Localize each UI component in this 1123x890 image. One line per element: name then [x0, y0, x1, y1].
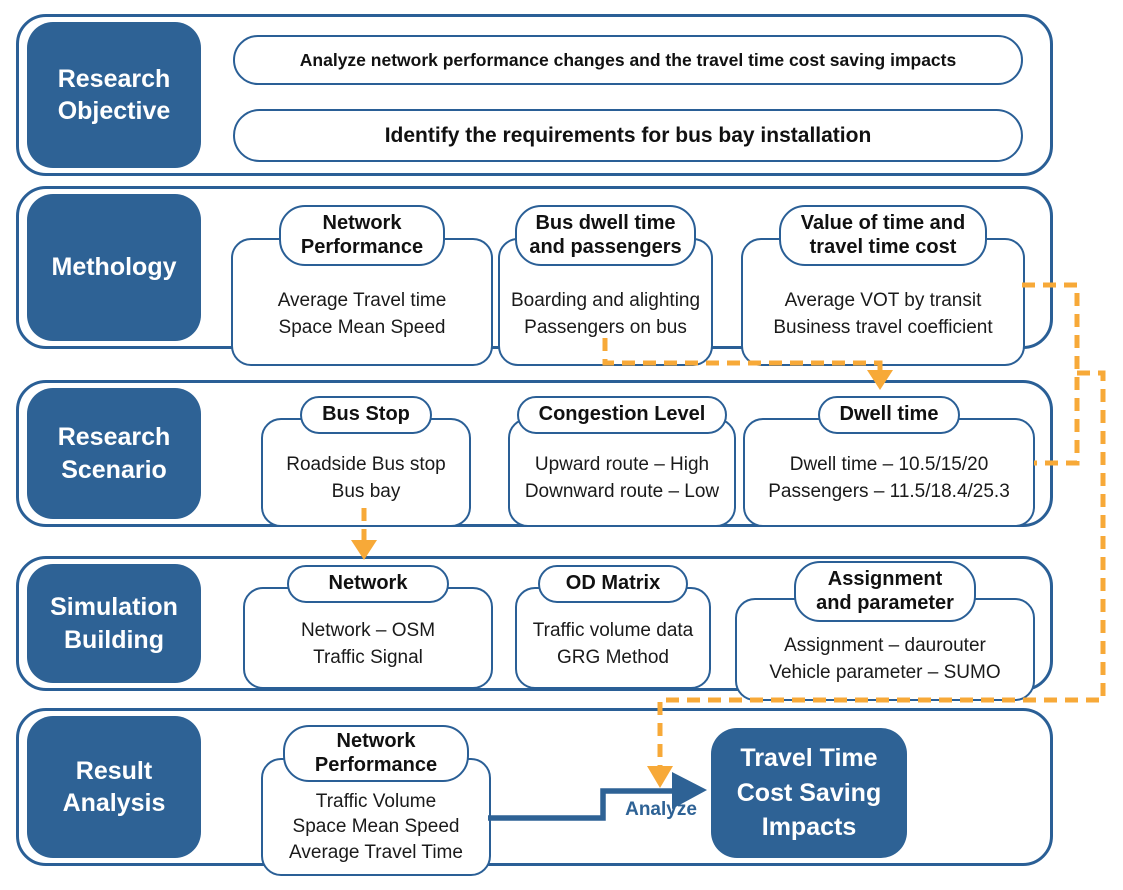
card-header-text: Network Performance	[314, 730, 438, 776]
card-body: Upward route – High Downward route – Low	[508, 417, 736, 527]
card-assignment-parameter: Assignment and parameter Assignment – da…	[735, 561, 1035, 702]
card-header: Value of time and travel time cost	[778, 205, 988, 267]
card-header-text: Assignment and parameter	[816, 568, 954, 614]
row-label-text: Simulation Building	[50, 593, 178, 654]
row-label-text: Research Scenario	[57, 423, 171, 484]
card-body-line: Vehicle parameter – SUMO	[769, 661, 1001, 683]
card-body-line: Space Mean Speed	[292, 816, 460, 838]
card-body-line: Downward route – Low	[524, 481, 720, 503]
objective-pill-text: Analyze network performance changes and …	[299, 49, 957, 70]
row-research-scenario: Research Scenario Bus Stop Roadside Bus …	[16, 380, 1053, 527]
card-header-text: Bus dwell time and passengers	[529, 212, 682, 258]
card-header-text: OD Matrix	[565, 572, 661, 594]
card-body-line: Traffic Volume	[315, 790, 437, 812]
card-header: Assignment and parameter	[794, 561, 976, 623]
row-label-research-scenario: Research Scenario	[27, 388, 201, 519]
card-header: Dwell time	[817, 396, 961, 434]
row-methology: Methology Network Performance Average Tr…	[16, 186, 1053, 367]
card-body-line: Average VOT by transit	[784, 290, 982, 312]
card-header: Congestion Level	[516, 396, 728, 434]
card-body-line: Average Travel time	[277, 290, 447, 312]
row-label-text: Methology	[51, 253, 177, 282]
card-dwell-time: Dwell time Dwell time – 10.5/15/20 Passe…	[743, 396, 1035, 527]
row-simulation-building: Simulation Building Network Network – OS…	[16, 556, 1053, 702]
card-congestion-level: Congestion Level Upward route – High Dow…	[508, 396, 736, 527]
row-label-research-objective: Research Objective	[27, 22, 201, 168]
card-header: OD Matrix	[537, 565, 689, 603]
row-label-text: Research Objective	[57, 64, 171, 126]
row-label-text: Result Analysis	[62, 756, 166, 818]
card-bus-dwell-time: Bus dwell time and passengers Boarding a…	[498, 205, 713, 367]
card-header: Network Performance	[282, 725, 470, 783]
card-body-line: GRG Method	[557, 646, 669, 668]
card-body-line: Traffic volume data	[532, 619, 694, 641]
card-body-line: Boarding and alighting	[510, 290, 701, 312]
card-body-line: Bus bay	[331, 481, 401, 503]
card-header-text: Dwell time	[839, 403, 939, 425]
card-body-line: Assignment – daurouter	[784, 634, 986, 656]
card-header-text: Network Performance	[300, 212, 424, 258]
analyze-label: Analyze	[625, 799, 697, 820]
card-body-line: Roadside Bus stop	[286, 454, 446, 476]
card-od-matrix: OD Matrix Traffic volume data GRG Method	[515, 565, 711, 689]
card-header-text: Bus Stop	[322, 403, 410, 425]
card-body-line: Average Travel Time	[289, 842, 463, 863]
card-header: Bus dwell time and passengers	[515, 205, 696, 267]
card-value-of-time: Value of time and travel time cost Avera…	[741, 205, 1025, 367]
card-body-line: Network – OSM	[300, 619, 436, 641]
card-body: Dwell time – 10.5/15/20 Passengers – 11.…	[743, 417, 1035, 527]
card-body-line: Traffic Signal	[313, 646, 423, 668]
row-label-methology: Methology	[27, 194, 201, 341]
card-body: Roadside Bus stop Bus bay	[261, 417, 471, 527]
card-bus-stop: Bus Stop Roadside Bus stop Bus bay	[261, 396, 471, 527]
result-box-text: Travel Time Cost Saving Impacts	[736, 744, 882, 842]
card-body-line: Upward route – High	[534, 454, 710, 476]
objective-pill-text: Identify the requirements for bus bay in…	[384, 123, 872, 147]
row-label-simulation-building: Simulation Building	[27, 564, 201, 683]
card-body-line: Business travel coefficient	[773, 317, 993, 339]
card-network-performance: Network Performance Average Travel time …	[231, 205, 493, 367]
card-body-line: Dwell time – 10.5/15/20	[789, 454, 989, 476]
card-header-text: Congestion Level	[538, 403, 706, 425]
card-header-text: Network	[328, 572, 408, 594]
card-header: Network	[286, 565, 450, 603]
row-label-result-analysis: Result Analysis	[27, 716, 201, 858]
objective-pill-network-performance: Analyze network performance changes and …	[233, 35, 1023, 85]
card-body-line: Passengers on bus	[524, 317, 687, 339]
card-header: Bus Stop	[300, 396, 432, 434]
row-result-analysis: Result Analysis Network Performance Traf…	[16, 708, 1053, 877]
objective-pill-bus-bay: Identify the requirements for bus bay in…	[233, 109, 1023, 162]
card-header: Network Performance	[278, 205, 446, 267]
card-body-line: Passengers – 11.5/18.4/25.3	[768, 481, 1010, 503]
card-body-line: Space Mean Speed	[278, 317, 446, 339]
card-header-text: Value of time and travel time cost	[800, 212, 966, 258]
card-network: Network Network – OSM Traffic Signal	[243, 565, 493, 689]
card-result-network-performance: Network Performance Traffic Volume Space…	[261, 725, 491, 877]
result-box-travel-time-cost-saving: Travel Time Cost Saving Impacts	[711, 728, 907, 858]
row-research-objective: Research Objective Analyze network perfo…	[16, 14, 1053, 176]
